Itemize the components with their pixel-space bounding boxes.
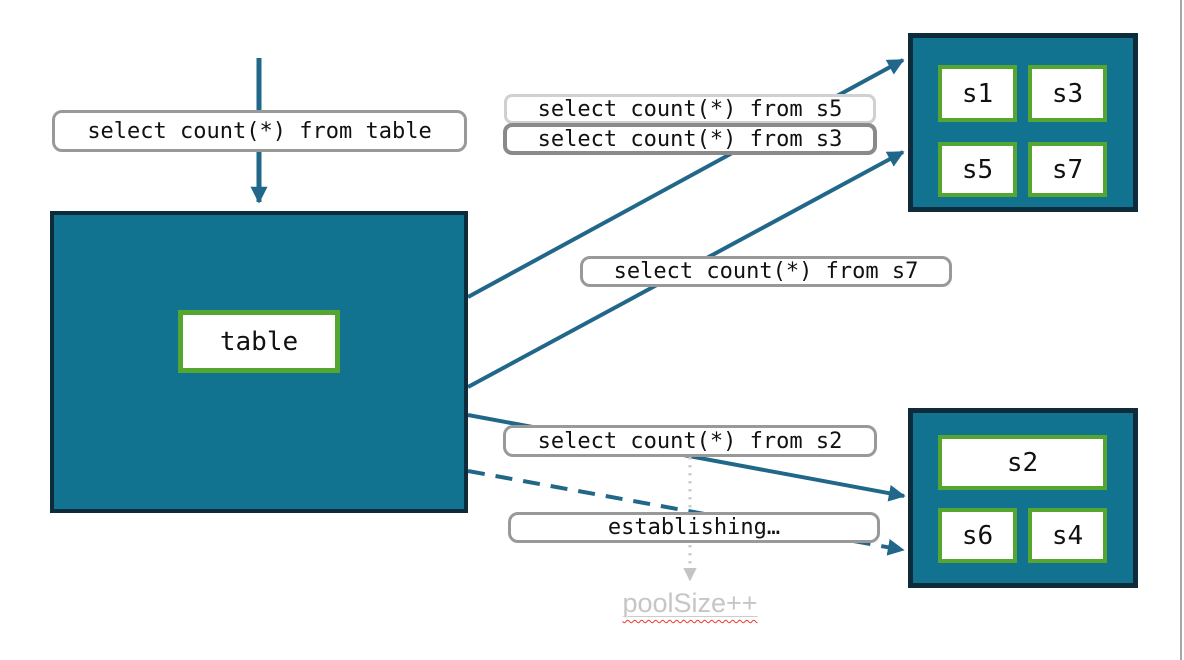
poolsize-text: poolSize++ [622, 588, 758, 618]
shard-s5: s5 [938, 142, 1017, 197]
poolsize-note: poolSize++ [560, 588, 820, 619]
shard-s6: s6 [938, 508, 1017, 563]
shard-s1: s1 [938, 65, 1017, 122]
shard-group-top: s1 s3 s5 s7 [908, 33, 1138, 212]
query-label-s7: select count(*) from s7 [580, 256, 952, 287]
shard-s2: s2 [938, 435, 1107, 490]
shard-group-bottom: s2 s6 s4 [908, 408, 1138, 588]
query-label-s5: select count(*) from s5 [504, 94, 876, 124]
table-box: table [50, 211, 468, 513]
query-label-s3: select count(*) from s3 [503, 123, 877, 155]
shard-s7: s7 [1028, 142, 1107, 197]
table-label: table [178, 310, 340, 373]
slide-edge-line [1180, 0, 1182, 660]
query-label-table: select count(*) from table [52, 110, 467, 152]
poolsize-squiggle: poolSize++ [622, 588, 757, 618]
shard-s3: s3 [1028, 65, 1107, 122]
establishing-label: establishing… [508, 512, 880, 543]
shard-s4: s4 [1028, 508, 1107, 563]
query-label-s2: select count(*) from s2 [503, 425, 877, 457]
